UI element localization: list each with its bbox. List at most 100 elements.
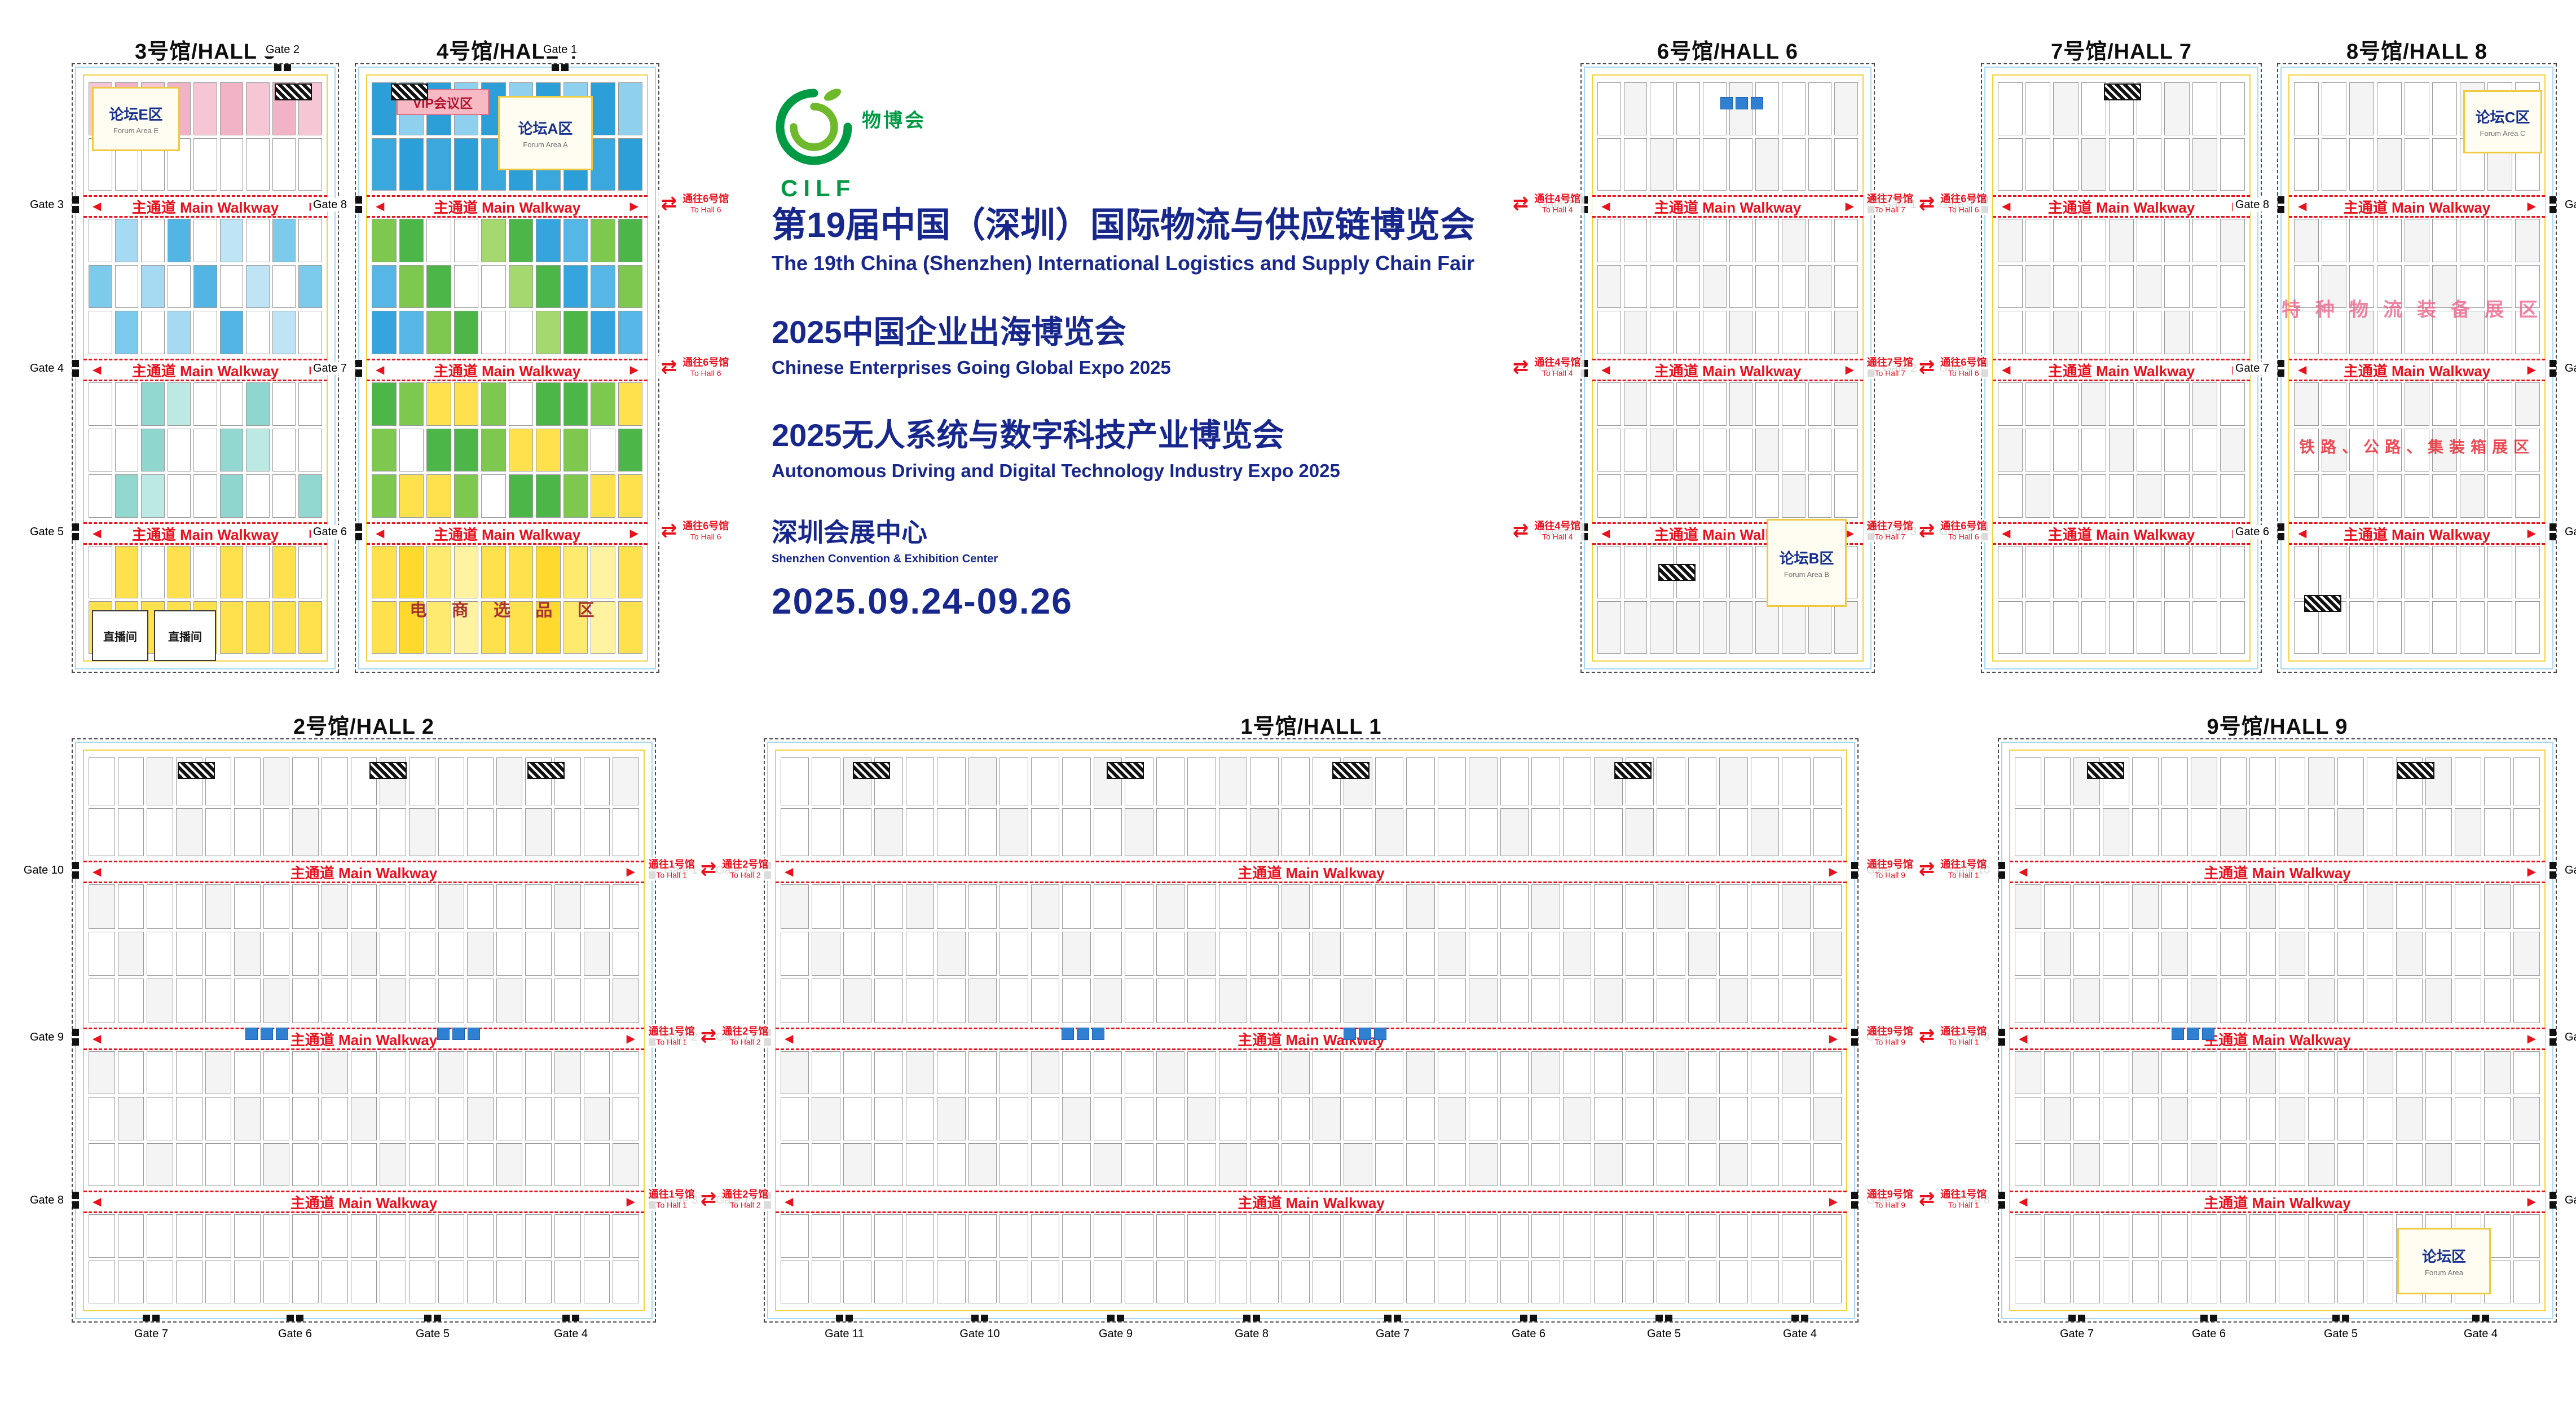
booth — [2164, 311, 2190, 354]
booth — [1808, 474, 1832, 518]
booth — [1650, 601, 1674, 654]
booth — [1594, 884, 1623, 929]
booth — [905, 979, 935, 1023]
booth — [1755, 428, 1779, 472]
booth — [1623, 474, 1648, 518]
booth — [89, 979, 115, 1023]
booth — [1313, 1143, 1341, 1186]
venue-name-cn: 深圳会展中心 — [772, 518, 927, 548]
booth — [937, 1051, 966, 1095]
booth — [2220, 1097, 2247, 1140]
booth — [937, 979, 966, 1023]
booth — [1125, 979, 1153, 1023]
booth — [408, 757, 435, 805]
booth — [591, 311, 615, 354]
booth — [481, 601, 506, 654]
gate-label: Gate 2 — [2562, 1030, 2576, 1044]
booth — [1808, 265, 1832, 309]
booth — [1344, 1260, 1372, 1303]
booth — [322, 1214, 348, 1258]
booth — [219, 546, 244, 598]
expo3-title-cn: 2025无人系统与数字科技产业博览会 — [772, 417, 1284, 453]
booth — [2164, 474, 2190, 518]
booth — [1834, 138, 1858, 191]
gate-label: Gate 10 — [957, 1327, 1002, 1341]
booth — [1156, 1051, 1185, 1095]
booth — [1375, 757, 1404, 805]
booth — [1625, 1143, 1654, 1186]
booth — [1187, 979, 1216, 1023]
booth — [408, 1260, 435, 1303]
booth — [322, 931, 348, 976]
booth — [467, 1097, 494, 1140]
booth — [205, 1214, 232, 1258]
direction-arrows-icon: ⇄ — [1918, 356, 1935, 378]
booth — [1156, 1214, 1185, 1258]
booth — [1688, 808, 1717, 856]
booth — [1531, 884, 1560, 929]
booth — [438, 884, 465, 929]
booth — [1781, 474, 1806, 518]
walkway-arrow-left: ◀ — [93, 527, 102, 540]
direction-arrows-icon: ⇄ — [1512, 520, 1529, 541]
booth — [89, 546, 112, 598]
booth — [1834, 428, 1858, 472]
booth — [2161, 884, 2188, 929]
escalator-icon — [1107, 762, 1144, 779]
gate-label: Gate 7 — [131, 1327, 171, 1341]
booth-band — [781, 757, 1842, 856]
booth — [1834, 82, 1858, 135]
booth — [1813, 808, 1842, 856]
booth — [2073, 931, 2100, 976]
booth — [536, 311, 561, 354]
booth — [1625, 1097, 1654, 1140]
booth — [536, 546, 561, 598]
booth — [1834, 265, 1858, 309]
booth — [2308, 1051, 2335, 1095]
booth — [618, 428, 642, 472]
booth — [1781, 428, 1806, 472]
walkway-arrow-right: ▶ — [2527, 1033, 2536, 1045]
booth — [1657, 1143, 1685, 1186]
booth — [89, 884, 115, 929]
booth — [1676, 382, 1700, 426]
booth — [205, 1143, 232, 1186]
booth — [2349, 428, 2374, 472]
booth — [399, 219, 424, 262]
gate-icon — [2549, 360, 2556, 377]
walkway-arrow-left: ◀ — [93, 866, 102, 878]
booth — [2164, 265, 2190, 309]
booth — [234, 808, 261, 856]
booth — [2081, 82, 2106, 135]
main-walkway: ◀主通道 Main Walkway▶ — [2010, 1028, 2545, 1050]
booth — [2191, 931, 2217, 976]
booth — [2487, 382, 2512, 426]
booth-band — [2015, 884, 2540, 1023]
booth — [1813, 1260, 1842, 1303]
booth — [1834, 474, 1858, 518]
booth — [781, 757, 809, 805]
booth — [246, 546, 270, 598]
booth — [554, 757, 581, 805]
booth-band — [1597, 219, 1858, 354]
gate-label: Gate 8 — [27, 1193, 66, 1207]
booth — [1650, 82, 1674, 135]
booth — [1813, 931, 1842, 976]
main-walkway: ◀主通道 Main Walkway▶ — [83, 1191, 644, 1213]
booth — [1218, 1214, 1248, 1258]
booth — [481, 546, 506, 598]
booth — [583, 808, 610, 856]
gate-icon — [274, 64, 291, 71]
gate-label: Gate 5 — [1644, 1327, 1684, 1341]
booth — [467, 1214, 494, 1258]
booth — [613, 979, 639, 1023]
walkway-label: 主通道 Main Walkway — [433, 199, 581, 216]
hall-8-title: 8号馆/HALL 8 — [2346, 40, 2487, 64]
booth — [1281, 808, 1310, 856]
walkway-arrow-left: ◀ — [2019, 1196, 2028, 1208]
walkway-arrow-right: ▶ — [1845, 200, 1854, 213]
booth — [2249, 931, 2276, 976]
booth — [2103, 979, 2129, 1023]
walkway-arrow-right: ▶ — [629, 200, 639, 213]
